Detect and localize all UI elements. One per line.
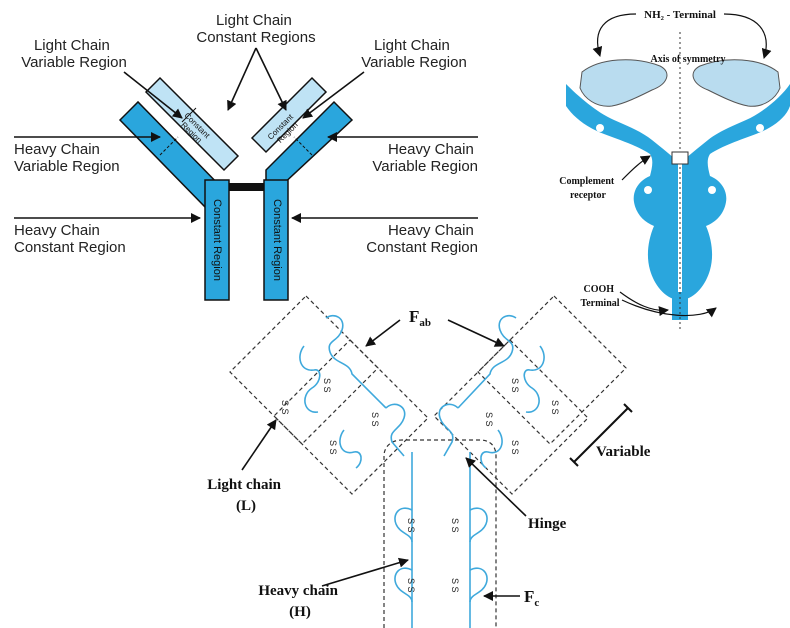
left-stem-constant-label: Constant Region — [211, 199, 223, 281]
disulfide-bond: S S — [550, 400, 560, 415]
light-variable-left-label: Light Chain Variable Region — [21, 37, 127, 71]
hinge-box — [672, 152, 688, 164]
disulfide-bond: S S — [328, 440, 338, 455]
disulfide-bond: S S — [450, 578, 460, 593]
disulfide-bond: S S — [406, 518, 416, 533]
disulfide-bond: S S — [370, 412, 380, 427]
light-chain-label: Light chain (L) — [207, 477, 285, 514]
hinge-label: Hinge — [528, 516, 567, 532]
light-constant-regions-label: Light Chain Constant Regions — [196, 12, 315, 46]
heavy-constant-left-label: Heavy Chain Constant Region — [14, 222, 126, 256]
variable-label: Variable — [596, 444, 651, 460]
disulfide-bond: S S — [484, 412, 494, 427]
light-variable-right-label: Light Chain Variable Region — [361, 37, 467, 71]
axis-of-symmetry-label: Axis of symmetry — [651, 54, 726, 65]
disulfide-bond: S S — [406, 578, 416, 593]
fab-label: Fab — [409, 307, 431, 329]
heavy-variable-left-label: Heavy Chain Variable Region — [14, 141, 120, 175]
right-fab-box-lower — [434, 340, 588, 494]
disulfide-bond: S S — [510, 378, 520, 393]
hinge-bridge — [226, 183, 266, 191]
left-fab-box — [230, 296, 378, 444]
fc-box — [384, 440, 496, 628]
disulfide-bond: S S — [322, 378, 332, 393]
disulfide-bond: S S — [510, 440, 520, 455]
heavy-chain-label: Heavy chain (H) — [258, 583, 341, 620]
schematic-antibody-diagram: Constant Region Constant Region Constant… — [14, 12, 478, 300]
heavy-constant-right-label: Heavy Chain Constant Region — [366, 222, 478, 256]
disulfide-bond: S S — [450, 518, 460, 533]
disulfide-bond: S S — [280, 400, 290, 415]
structural-antibody-diagram: NH₂ - Terminal Axis of symmetry Compleme… — [542, 0, 790, 340]
right-stem-constant-label: Constant Region — [271, 199, 283, 281]
fc-label: Fc — [524, 587, 539, 609]
nh2-terminal-label: NH₂ - Terminal — [644, 9, 716, 21]
heavy-variable-right-label: Heavy Chain Variable Region — [372, 141, 478, 175]
domain-antibody-diagram: S S S S S S S S S S S S S S S S S S S S … — [207, 296, 651, 628]
schematic-pointer-arrows — [14, 48, 478, 218]
